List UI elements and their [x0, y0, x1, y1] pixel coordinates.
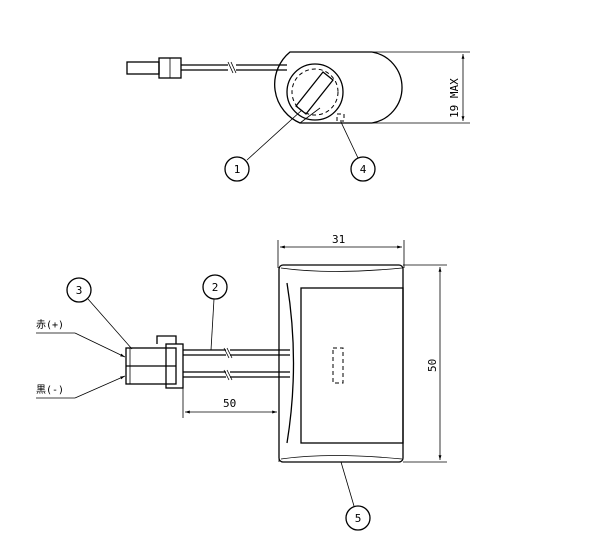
dim-height-max-label: 19 MAX	[448, 78, 461, 118]
dim-width-label: 31	[332, 233, 345, 246]
dim-lead-length-label: 50	[223, 397, 236, 410]
front-view: 31 50	[36, 233, 447, 531]
coin-cell	[286, 63, 344, 121]
cell-body-outline	[274, 51, 403, 124]
connector-latch	[156, 335, 177, 344]
top-connector-plug	[126, 61, 160, 75]
callout-1-label: 1	[234, 163, 241, 176]
callout-2	[202, 274, 228, 300]
callout-5	[345, 505, 371, 531]
callout-2-label: 2	[212, 281, 219, 294]
callout-4-label: 4	[360, 163, 367, 176]
connector-flange	[165, 343, 184, 389]
cell-tab	[295, 71, 334, 115]
pack-curve	[286, 282, 295, 444]
callout-3-label: 3	[76, 284, 83, 297]
callout-1	[224, 156, 250, 182]
callout-5-label: 5	[355, 512, 362, 525]
hidden-terminal	[332, 347, 344, 384]
dim-height-label: 50	[426, 359, 439, 372]
label-red-plus: 赤(+)	[36, 319, 64, 331]
top-view: 19 MAX 1 4	[126, 51, 470, 182]
callout-3	[66, 277, 92, 303]
coin-cell-hidden	[291, 68, 339, 116]
small-hidden-feature	[336, 113, 345, 122]
inner-label-area	[300, 287, 404, 444]
pack-body	[278, 264, 404, 463]
callout-4	[350, 156, 376, 182]
label-black-minus: 黒(-)	[36, 384, 64, 396]
